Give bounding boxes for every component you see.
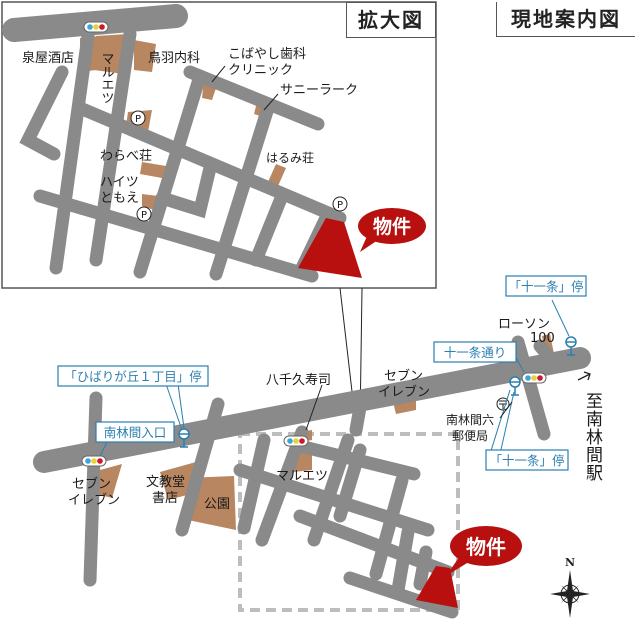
main-roads: [33, 335, 591, 619]
main-map: 「ひばりが丘１丁目」停 南林間入口 「十一条」停 十一条通り 「十一条」停 セブ…: [33, 275, 603, 619]
parking-icon-1: P: [130, 110, 146, 126]
arrow-icon: [583, 371, 591, 381]
label-toba: 鳥羽内科: [148, 50, 200, 66]
svg-text:南林間入口: 南林間入口: [104, 425, 167, 440]
label-box-juichijo-top: 「十一条」停: [505, 275, 587, 297]
label-yachiyo-sushi: 八千久寿司: [266, 373, 331, 388]
post-office-icon: [496, 397, 510, 411]
building-seven-left: [96, 464, 122, 498]
bus-stop-icon-juichijo-bottom: [509, 376, 521, 396]
label-seven-right-2: イレブン: [378, 384, 430, 400]
compass-rose-icon: N: [550, 556, 590, 618]
traffic-light-icon-minamirinkan: [81, 455, 107, 467]
label-seven-right-1: セブン: [384, 368, 423, 384]
building-toba: [134, 40, 156, 72]
label-post-office-1: 南林間六: [446, 412, 494, 427]
inset-property-shape[interactable]: [298, 218, 362, 278]
label-lawson-2: 100: [530, 331, 555, 346]
label-seven-left-2: イレブン: [68, 492, 120, 508]
svg-text:至南林間駅: 至南林間駅: [582, 392, 603, 482]
traffic-light-icon-maruetsu: [283, 435, 309, 447]
label-harumi: はるみ荘: [266, 151, 314, 165]
label-izumiya: 泉屋酒店: [22, 50, 74, 66]
label-kobayashi-2: クリニック: [228, 63, 293, 78]
svg-text:P: P: [337, 200, 343, 211]
label-kobayashi-1: こばやし歯科: [228, 47, 306, 62]
main-property-shape[interactable]: [416, 566, 458, 608]
label-heights-1: ハイツ: [100, 175, 139, 190]
label-warabe: わらべ荘: [100, 149, 152, 164]
svg-text:十一条通り: 十一条通り: [444, 345, 507, 360]
label-heights-2: ともえ: [100, 191, 139, 206]
svg-text:P: P: [135, 114, 141, 125]
main-leader-lines: [305, 384, 513, 431]
label-lawson-1: ローソン: [498, 317, 550, 332]
label-sunnylark: サニーラーク: [280, 83, 358, 98]
to-station-label: 至南林間駅: [577, 371, 603, 482]
traffic-light-icon-juichijo: [521, 372, 547, 384]
inset-traffic-light-icon: [83, 21, 109, 33]
label-bunkyodo-1: 文教堂: [146, 474, 185, 490]
label-maruetsu-inset: マルエツ: [99, 52, 114, 104]
label-seven-left-1: セブン: [72, 476, 111, 492]
label-box-hibarigaoka: 「ひばりが丘１丁目」停: [57, 365, 209, 387]
inset-area-outline: [238, 432, 460, 612]
building-warabe: [140, 162, 166, 178]
label-park: 公園: [204, 497, 230, 512]
inset-property-callout[interactable]: 物件: [358, 208, 426, 252]
svg-text:物件: 物件: [466, 535, 506, 559]
svg-text:物件: 物件: [373, 215, 411, 238]
svg-text:「ひばりが丘１丁目」停: 「ひばりが丘１丁目」停: [64, 369, 202, 384]
building-harumi: [268, 164, 286, 186]
parking-icon-2: P: [136, 206, 152, 222]
label-box-minamirinkan-iriguchi: 南林間入口: [95, 421, 175, 443]
svg-text:「十一条」停: 「十一条」停: [489, 453, 564, 468]
label-box-juichijo-dori: 十一条通り: [433, 341, 517, 363]
title-area-map: 現地案内図: [496, 2, 635, 37]
label-bunkyodo-2: 書店: [152, 491, 178, 506]
inset-leader-lines: [211, 65, 279, 111]
bus-stop-icon-hibarigaoka: [178, 428, 190, 448]
svg-text:P: P: [141, 210, 147, 221]
svg-text:「十一条」停: 「十一条」停: [508, 279, 583, 294]
parking-icon-3: P: [332, 196, 348, 212]
main-property-callout[interactable]: 物件: [446, 526, 522, 576]
label-maruetsu-main: マルエツ: [276, 469, 328, 484]
inset-map: P P P 泉屋酒店 マルエツ 鳥羽内科 こばやし歯科 クリニック サニーラーク…: [1, 1, 437, 289]
title-enlarged-map: 拡大図: [346, 2, 436, 38]
bus-stop-icon-juichijo-top: [565, 336, 577, 356]
label-post-office-2: 郵便局: [452, 429, 488, 443]
label-box-juichijo-bottom: 「十一条」停: [485, 449, 569, 471]
svg-text:N: N: [565, 556, 575, 569]
